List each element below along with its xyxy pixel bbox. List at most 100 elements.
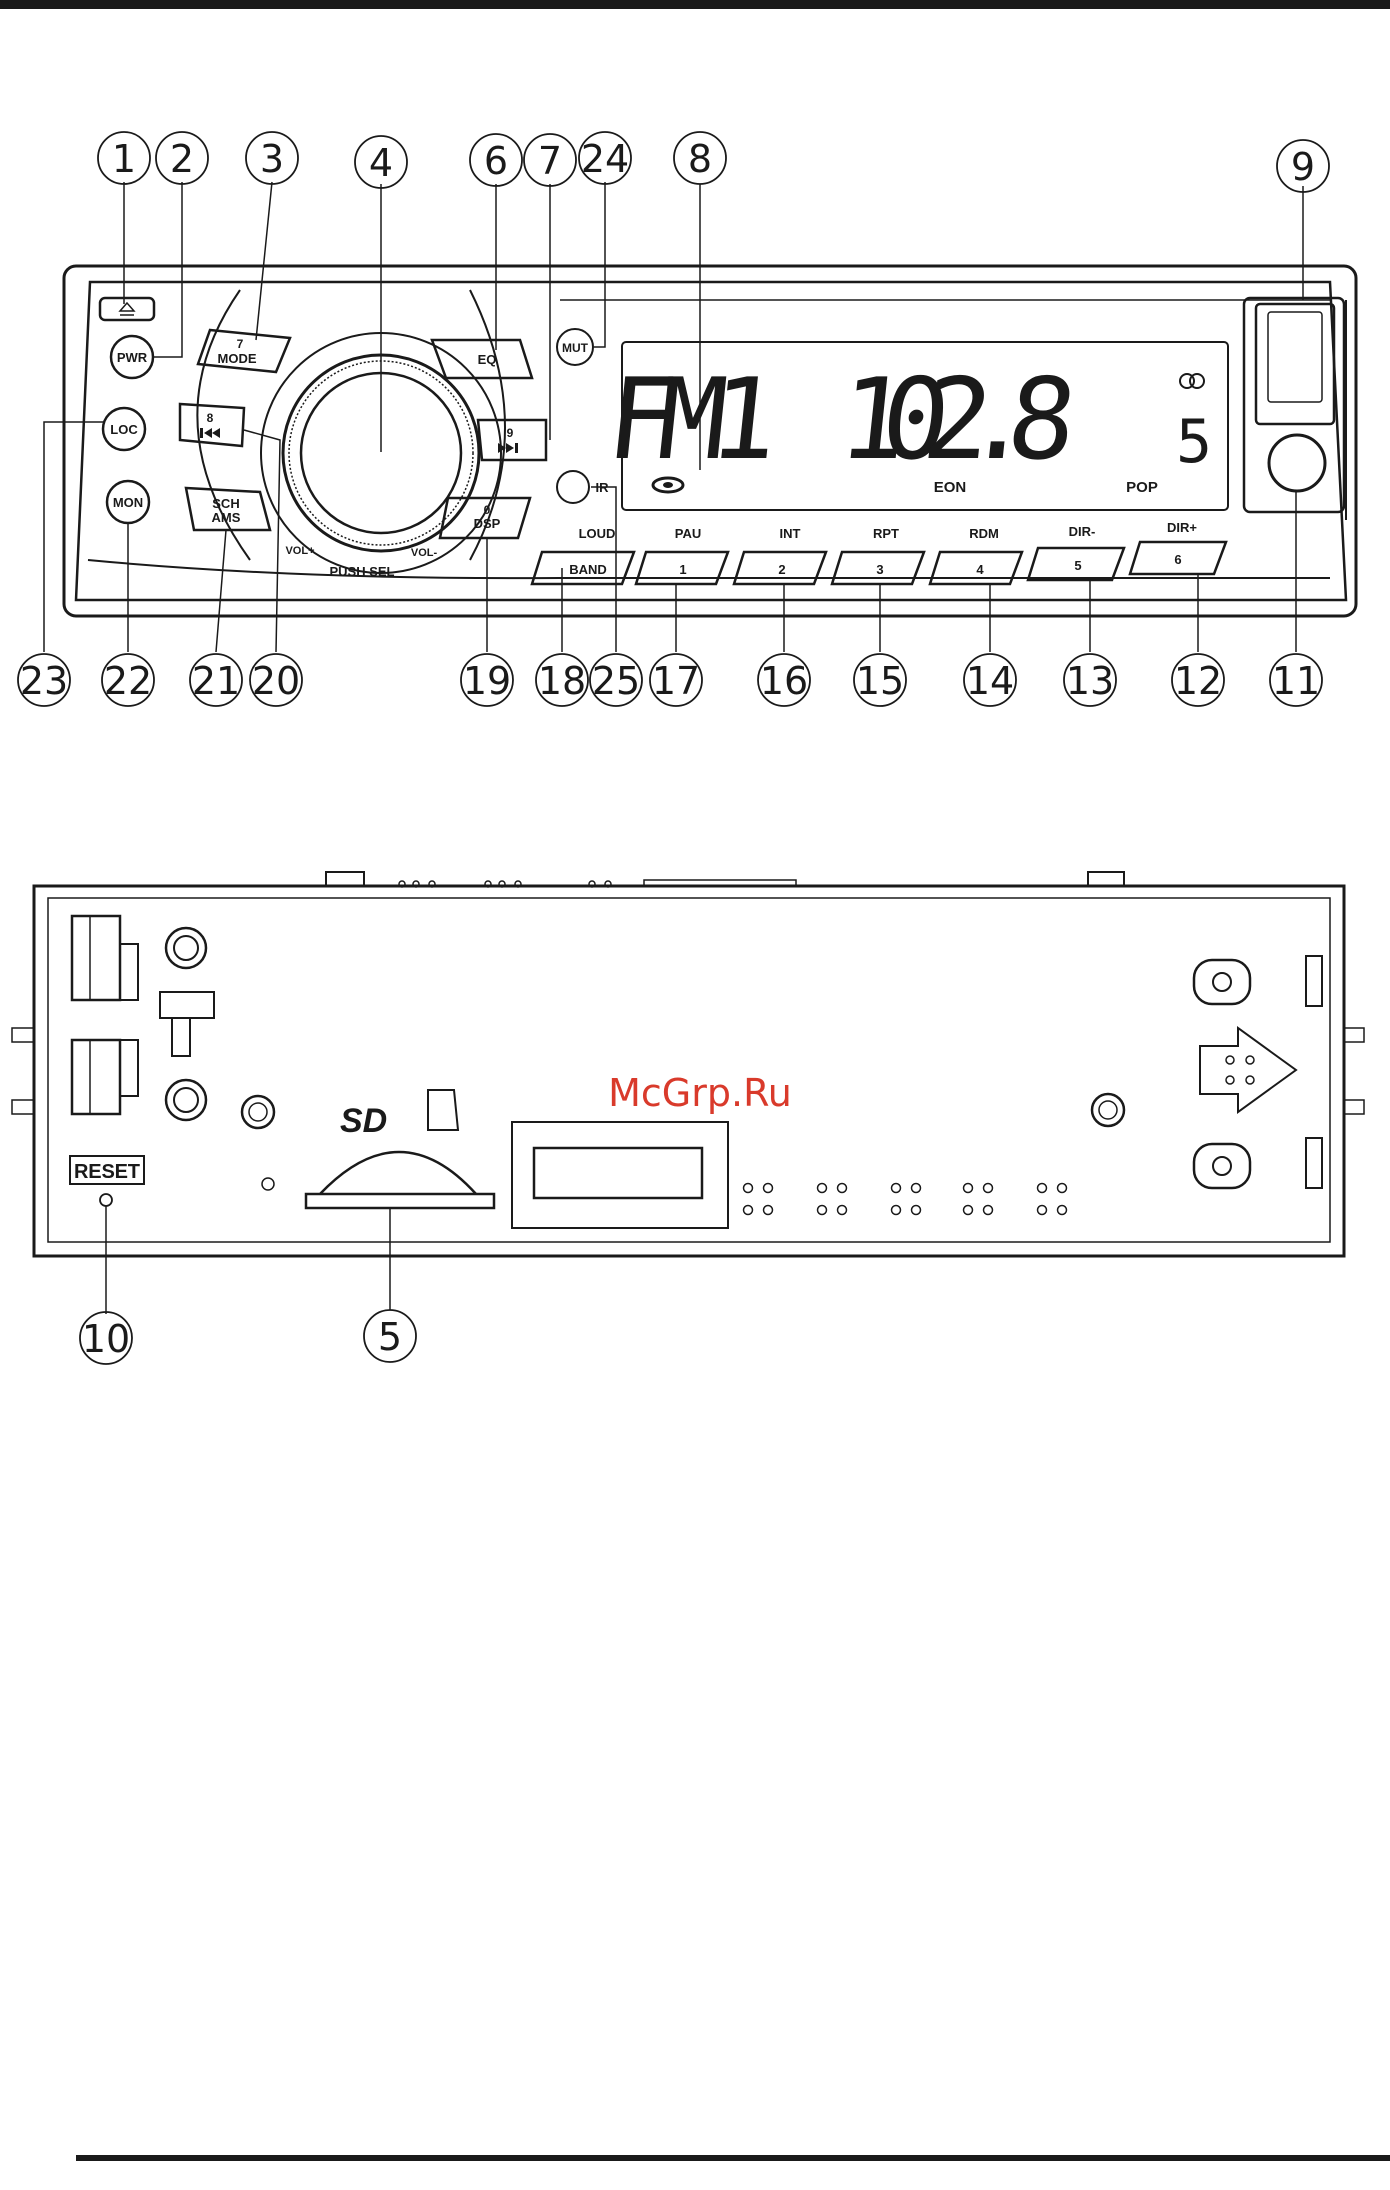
preset-num: 6 <box>1174 552 1181 567</box>
callout-19: 19 <box>461 654 513 706</box>
band-button[interactable]: BAND <box>532 552 634 584</box>
pwr-label: PWR <box>117 350 148 365</box>
loc-button[interactable]: LOC <box>103 408 145 450</box>
preset-button-4[interactable]: 4 <box>930 552 1022 584</box>
pin-holes <box>744 1184 1067 1215</box>
prev-button[interactable]: 8 <box>180 404 244 446</box>
callout-25: 25 <box>590 654 642 706</box>
dsp-label: DSP <box>474 516 501 531</box>
callout-15: 15 <box>854 654 906 706</box>
callout-number: 17 <box>652 659 700 703</box>
preset-button-3[interactable]: 3 <box>832 552 924 584</box>
eq-button[interactable]: EQ <box>432 340 532 378</box>
callout-20: 20 <box>250 654 302 706</box>
lcd-band: FM1 <box>601 355 785 485</box>
pwr-button[interactable]: PWR <box>111 336 153 378</box>
callout-number: 12 <box>1174 659 1222 703</box>
preset-num: 1 <box>679 562 686 577</box>
eq-label: EQ <box>478 352 497 367</box>
push-sel-label: PUSH SEL <box>329 564 394 579</box>
preset-num: 2 <box>778 562 785 577</box>
preset-num: 3 <box>876 562 883 577</box>
preset-func: RPT <box>873 526 899 541</box>
callout-7: 7 <box>524 134 576 186</box>
callout-number: 20 <box>252 659 300 703</box>
watermark: McGrp.Ru <box>608 1071 792 1115</box>
callout-number: 15 <box>856 659 904 703</box>
lcd-pop: POP <box>1126 479 1158 496</box>
callout-number: 9 <box>1291 145 1315 189</box>
callout-9: 9 <box>1277 140 1329 192</box>
prev-track-icon <box>200 428 220 438</box>
callout-17: 17 <box>650 654 702 706</box>
callout-6: 6 <box>470 134 522 186</box>
mode-label: MODE <box>218 351 257 366</box>
lcd-eon: EON <box>934 479 967 496</box>
callout-number: 10 <box>82 1317 130 1361</box>
back-panel: RESET SD <box>12 872 1364 1256</box>
vol-minus-label: VOL- <box>411 547 438 559</box>
callout-number: 2 <box>170 137 194 181</box>
mode-button[interactable]: 7 MODE <box>198 330 290 372</box>
callout-22: 22 <box>102 654 154 706</box>
bottom-rule <box>76 2155 1390 2161</box>
arrow-right-icon <box>1200 1028 1296 1112</box>
next-num: 9 <box>507 426 514 440</box>
callout-10: 10 <box>80 1312 132 1364</box>
preset-func: INT <box>780 526 801 541</box>
band-label: BAND <box>569 562 607 577</box>
next-button[interactable]: 9 <box>478 420 546 460</box>
vol-plus-label: VOL+ <box>285 545 314 557</box>
callout-12: 12 <box>1172 654 1224 706</box>
reset-label: RESET <box>74 1161 140 1183</box>
usb-aux-module <box>1244 298 1346 520</box>
preset-func: DIR- <box>1069 524 1096 539</box>
prev-num: 8 <box>207 411 214 425</box>
loud-label: LOUD <box>579 526 616 541</box>
callout-23: 23 <box>18 654 70 706</box>
mut-button[interactable]: MUT <box>557 329 593 365</box>
callout-number: 24 <box>581 137 629 181</box>
callout-13: 13 <box>1064 654 1116 706</box>
dsp-num: 0 <box>484 503 491 517</box>
callout-number: 4 <box>369 141 393 185</box>
callout-18: 18 <box>536 654 588 706</box>
preset-button-6[interactable]: 6 <box>1130 542 1226 574</box>
callout-8: 8 <box>674 132 726 184</box>
callout-11: 11 <box>1270 654 1322 706</box>
sd-card-slot[interactable]: SD <box>306 1090 494 1208</box>
callout-number: 18 <box>538 659 586 703</box>
callout-number: 7 <box>538 139 562 183</box>
callout-number: 16 <box>760 659 808 703</box>
callout-4: 4 <box>355 136 407 188</box>
callout-number: 21 <box>192 659 240 703</box>
preset-func: PAU <box>675 526 701 541</box>
callout-5: 5 <box>364 1310 416 1362</box>
callout-21: 21 <box>190 654 242 706</box>
top-rule <box>0 0 1390 9</box>
eject-icon <box>120 303 134 315</box>
callout-number: 19 <box>463 659 511 703</box>
preset-button-2[interactable]: 2 <box>734 552 826 584</box>
preset-func: DIR+ <box>1167 520 1197 535</box>
eject-button[interactable] <box>100 298 154 320</box>
reset-button[interactable]: RESET <box>70 1156 144 1206</box>
callout-24: 24 <box>579 132 631 184</box>
sch-ams-button[interactable]: SCH AMS <box>186 488 270 530</box>
back-leader-lines <box>106 1206 390 1314</box>
callout-1: 1 <box>98 132 150 184</box>
preset-func: RDM <box>969 526 999 541</box>
mut-label: MUT <box>562 341 589 355</box>
preset-button-1[interactable]: 1 <box>636 552 728 584</box>
mode-num: 7 <box>237 337 244 351</box>
preset-button-5[interactable]: 5 <box>1028 548 1124 580</box>
callout-number: 14 <box>966 659 1014 703</box>
callout-number: 3 <box>260 137 284 181</box>
callout-16: 16 <box>758 654 810 706</box>
preset-num: 5 <box>1074 558 1081 573</box>
mon-button[interactable]: MON <box>107 481 149 523</box>
callout-3: 3 <box>246 132 298 184</box>
callout-number: 6 <box>484 139 508 183</box>
callout-number: 23 <box>20 659 68 703</box>
